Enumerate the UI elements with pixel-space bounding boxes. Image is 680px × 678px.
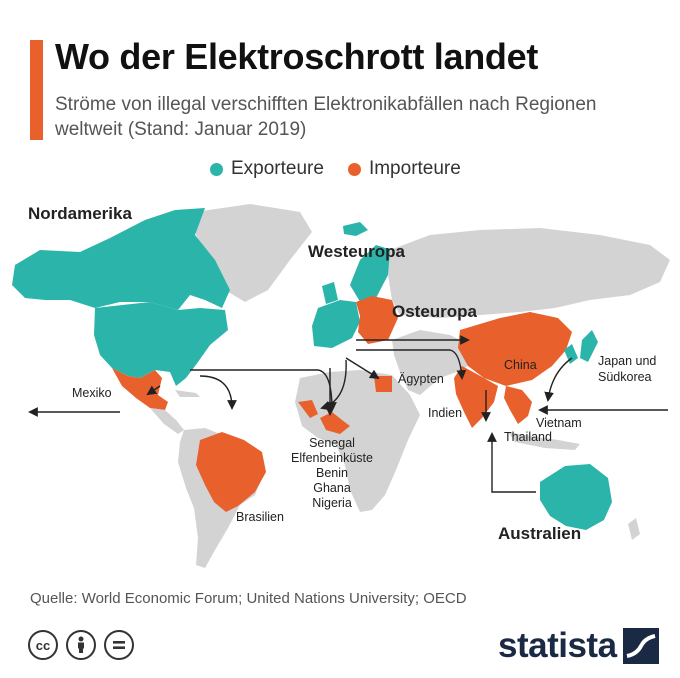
world-map-svg: [12, 204, 670, 568]
mexico-shape: [112, 368, 168, 410]
license-icons: cc: [28, 630, 134, 660]
egypt-shape: [374, 376, 392, 392]
arrow-japan-to-sea: [544, 357, 573, 402]
legend-item-exporters: Exporteure: [210, 158, 324, 180]
west-africa-shape: [298, 400, 350, 434]
southeast-asia-shape: [504, 386, 532, 424]
label-ghana: Ghana: [313, 481, 351, 495]
label-senegal: Senegal: [309, 436, 355, 450]
greenland-shape: [195, 204, 312, 302]
japan-korea-shape: [564, 330, 598, 364]
label-nigeria: Nigeria: [312, 496, 352, 510]
eastern-europe-shape: [356, 296, 398, 344]
statista-mark-icon: [622, 628, 659, 664]
arrow-us-to-mexico: [146, 385, 161, 396]
label-thailand: Thailand: [504, 430, 552, 444]
creative-commons-icon[interactable]: cc: [28, 630, 58, 660]
attribution-icon[interactable]: [66, 630, 96, 660]
label-india: Indien: [428, 406, 463, 420]
iceland-shape: [343, 222, 368, 236]
label-north-america: Nordamerika: [28, 204, 132, 223]
legend: Exporteure Importeure: [210, 158, 485, 180]
label-egypt: Ägypten: [398, 372, 444, 386]
label-mexico: Mexiko: [72, 386, 112, 400]
new-zealand-shape: [628, 518, 640, 540]
title-accent-bar: [30, 40, 43, 140]
usa-shape: [94, 302, 228, 386]
label-japan-korea-2: Südkorea: [598, 370, 652, 384]
label-japan-korea-1: Japan und: [598, 354, 657, 368]
statista-logo[interactable]: statista: [498, 626, 659, 666]
central-america-shape: [150, 408, 184, 434]
label-eastern-europe: Osteuropa: [392, 302, 478, 321]
legend-label-exporters: Exporteure: [231, 158, 324, 179]
arrow-eu-to-india: [356, 349, 467, 380]
page-subtitle: Ströme von illegal verschifften Elektron…: [55, 94, 597, 140]
source-note: Quelle: World Economic Forum; United Nat…: [30, 590, 467, 607]
exporter-dot-icon: [210, 162, 223, 176]
caribbean-shape: [175, 390, 200, 397]
middle-east-shape: [392, 330, 478, 395]
label-australia: Australien: [498, 524, 582, 543]
label-ivory-coast: Elfenbeinküste: [290, 451, 373, 465]
arrow-eu-to-africa-b: [320, 359, 347, 411]
western-europe-shape: [312, 300, 360, 348]
arrow-us-to-brazil: [199, 375, 237, 410]
world-map: Nordamerika Westeuropa Osteuropa Austral…: [0, 190, 680, 590]
china-shape: [458, 312, 572, 386]
north-america-north-shape: [12, 208, 230, 310]
arrow-eu-to-egypt: [345, 357, 380, 380]
russia-shape: [388, 228, 670, 318]
label-benin: Benin: [316, 466, 348, 480]
label-western-europe: Westeuropa: [308, 242, 405, 261]
australia-shape: [540, 464, 612, 530]
legend-label-importers: Importeure: [368, 158, 461, 179]
legend-item-importers: Importeure: [347, 158, 461, 180]
indonesia-shape: [508, 432, 580, 450]
brazil-shape: [196, 432, 266, 512]
no-derivatives-icon[interactable]: [104, 630, 134, 660]
label-brazil: Brasilien: [236, 510, 284, 524]
india-shape: [454, 366, 498, 428]
page-title: Wo der Elektroschrott landet: [55, 36, 539, 77]
flow-arrows: [28, 335, 668, 493]
importer-dot-icon: [347, 162, 361, 176]
british-isles-shape: [322, 282, 338, 304]
label-vietnam: Vietnam: [536, 416, 582, 430]
scandinavia-shape: [350, 245, 392, 305]
label-china: China: [504, 358, 537, 372]
arrow-australia-to-asia: [487, 432, 536, 493]
brand-wordmark: statista: [498, 626, 617, 665]
